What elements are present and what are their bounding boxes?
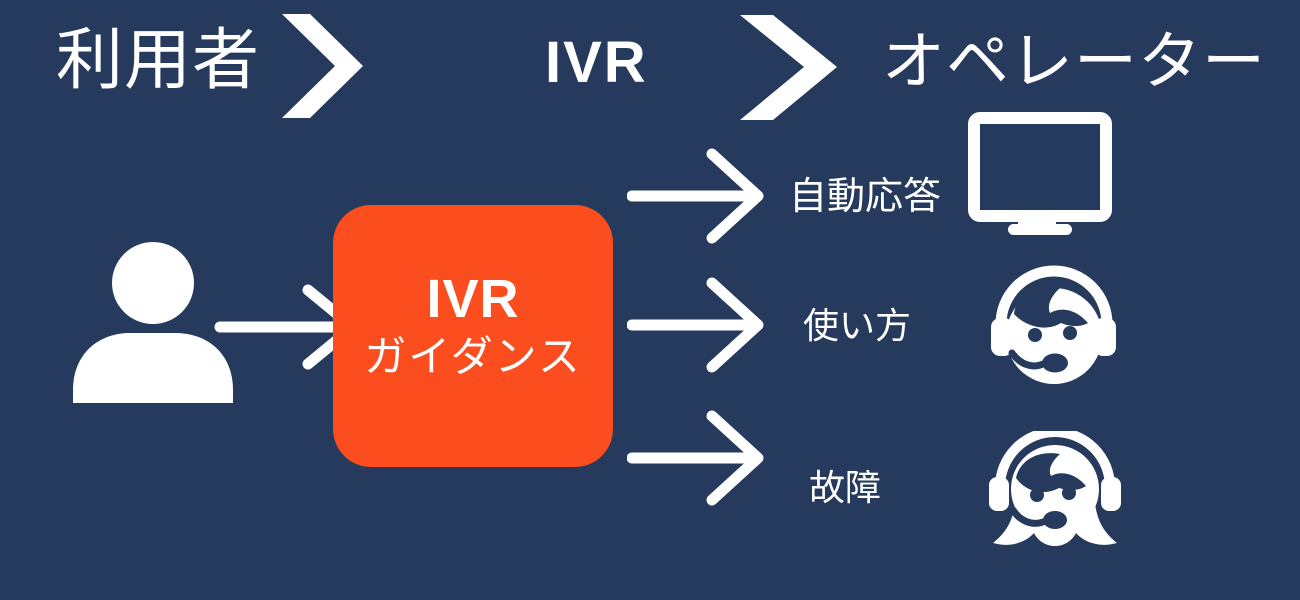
- branch-label-how-to-use: 使い方: [803, 305, 912, 346]
- stage-label-operator: オペレーター: [882, 27, 1266, 97]
- ivr-guidance-box: IVR ガイダンス: [333, 205, 613, 467]
- stage-label-ivr: IVR: [545, 30, 648, 95]
- branch-label-auto-response: 自動応答: [789, 176, 942, 218]
- arrow-right-icon: [627, 148, 764, 244]
- ivr-box-title: IVR: [426, 268, 520, 329]
- operator-headset-female-icon: [989, 431, 1121, 546]
- stage-label-users: 利用者: [56, 23, 260, 98]
- chevron-right-icon: [282, 14, 363, 118]
- chevron-right-icon: [740, 15, 837, 120]
- arrow-right-icon: [627, 277, 764, 373]
- arrow-right-icon: [627, 410, 764, 506]
- monitor-icon: [968, 112, 1112, 235]
- person-icon: [73, 242, 233, 403]
- branch-label-malfunction: 故障: [809, 467, 882, 508]
- ivr-box-subtitle: ガイダンス: [364, 332, 582, 380]
- operator-headset-icon: [991, 265, 1116, 384]
